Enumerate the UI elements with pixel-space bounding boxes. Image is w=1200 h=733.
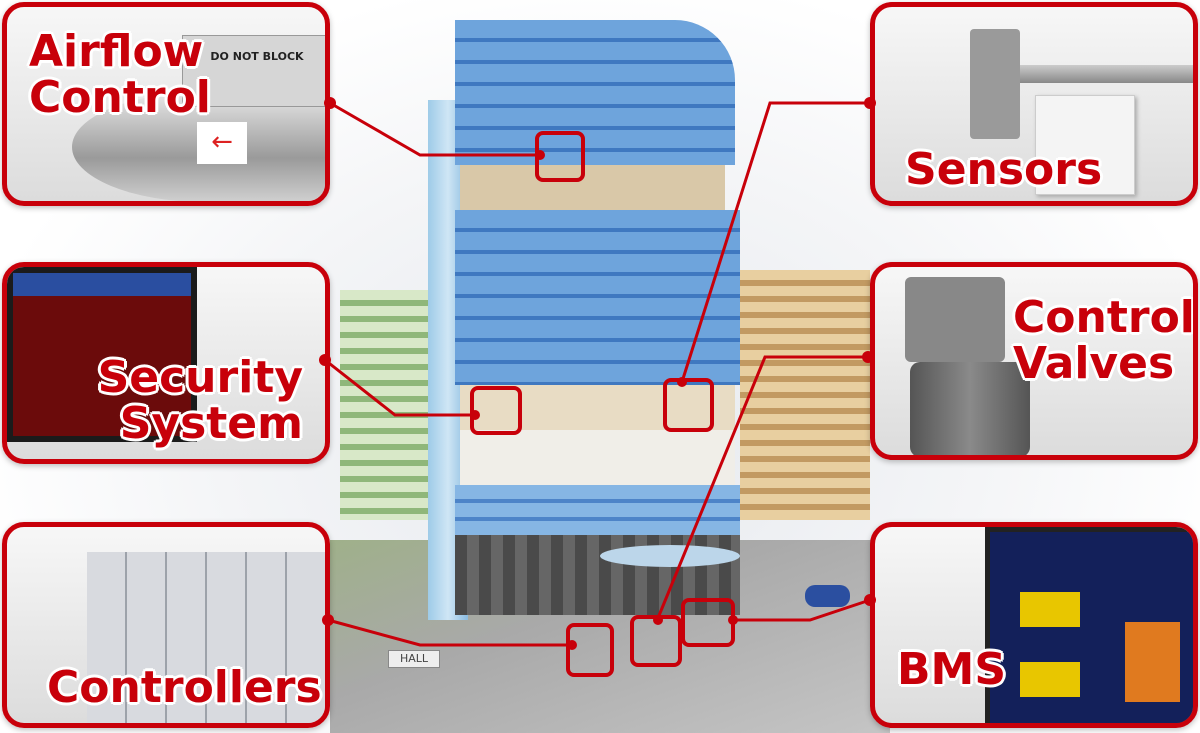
connector-controllers [327,618,570,647]
controller-rack-image [87,552,325,723]
room-sensor-image [1035,95,1135,195]
panel-sensors[interactable]: Sensors [870,2,1198,206]
connector-airflow [329,101,538,157]
dot-security [319,354,331,366]
callout-box-bms [681,598,735,647]
tower-floor-cutaway-top [460,165,725,210]
callout-box-sensors [663,378,714,432]
sensor-probe [1020,65,1193,83]
dot-controllers [322,614,334,626]
dot-bms [864,594,876,606]
right-building [740,270,870,520]
actuator-image [905,277,1005,362]
hall-sign: HALL [388,650,440,668]
dot-airflow [324,97,336,109]
left-building [340,290,430,520]
dot-sensors [864,97,876,109]
bms-screen-image [985,527,1193,723]
connector-security [324,358,472,417]
callout-box-controllers [566,623,614,677]
panel-title: Controllers [47,662,322,713]
tower-lower [455,485,740,535]
panel-bms[interactable]: BMS [870,522,1198,728]
duct-sensor-image [970,29,1020,139]
connector-sensors [680,101,870,383]
connector-bms [733,598,871,622]
connector-valves [656,355,868,619]
do-not-block-label: DO NOT BLOCK [210,50,304,63]
dot-valves [862,351,874,363]
entrance-canopy [600,545,740,567]
security-screen-image [7,267,197,442]
damper-label-box: DO NOT BLOCK [182,35,325,107]
airflow-arrow-label: ← [197,122,247,164]
callout-box-security [470,386,522,435]
panel-title: Sensors [905,144,1103,195]
valve-body-image [910,362,1030,455]
tower-middle [455,210,740,385]
tower-upper [455,20,735,165]
car [805,585,850,607]
panel-title: BMS [897,644,1007,695]
panel-controllers[interactable]: Controllers [2,522,330,728]
